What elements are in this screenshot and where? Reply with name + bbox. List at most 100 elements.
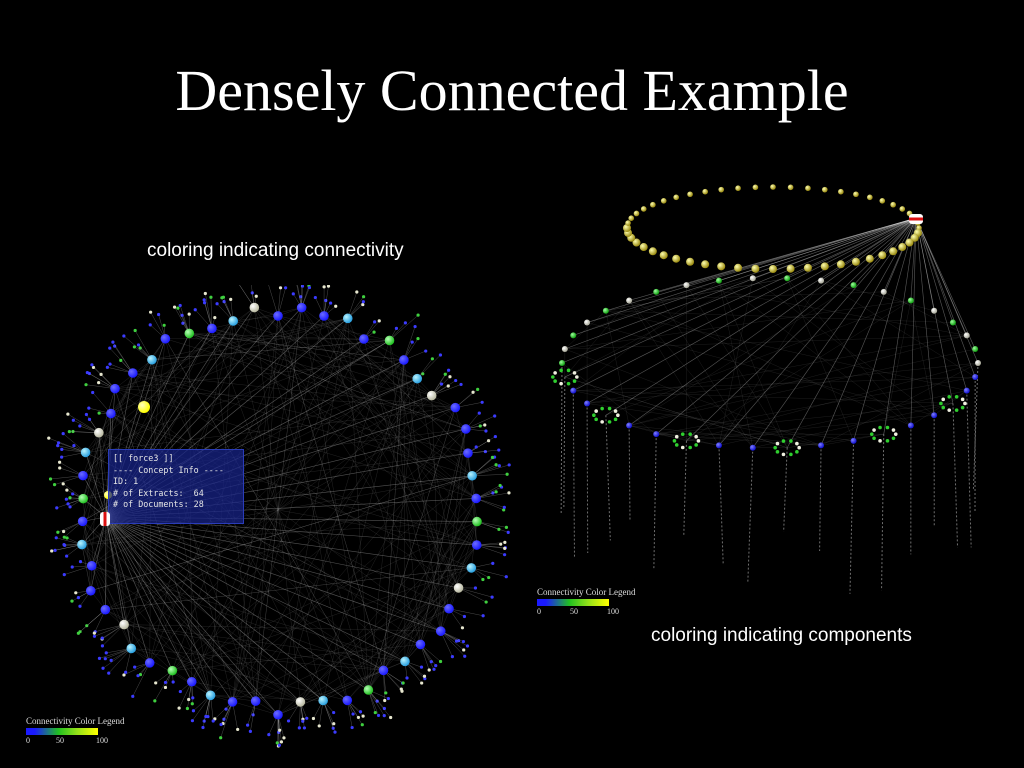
leaf-node: [68, 505, 72, 509]
cluster-node: [594, 417, 598, 422]
leaf-node: [502, 505, 506, 510]
component-node: [653, 288, 660, 295]
leaf-node: [222, 300, 226, 304]
leaf-node: [278, 286, 283, 290]
leaf-node: [56, 444, 60, 448]
component-node: [602, 307, 609, 314]
leaf-node: [209, 295, 213, 299]
component-node: [890, 201, 896, 208]
component-node: [910, 233, 919, 242]
leaf-node: [361, 300, 365, 304]
leaf-node: [191, 696, 195, 700]
leaf-node: [430, 357, 434, 361]
component-node: [718, 186, 725, 193]
leaf-node: [133, 665, 137, 669]
leaf-node: [493, 414, 497, 418]
component-node: [898, 243, 907, 252]
leaf-node: [78, 424, 82, 428]
component-node: [865, 254, 874, 263]
legend-title: Connectivity Color Legend: [537, 587, 636, 597]
component-node: [749, 444, 756, 451]
leaf-node: [61, 432, 65, 436]
component-node: [949, 319, 956, 326]
leaf-node: [70, 599, 74, 603]
slide-title: Densely Connected Example: [175, 58, 849, 123]
leaf-node: [299, 295, 303, 299]
leaf-node: [313, 295, 317, 300]
legend-tick: 0: [26, 736, 30, 745]
leaf-node: [356, 715, 361, 720]
leaf-node: [454, 378, 458, 383]
component-node: [821, 186, 828, 193]
leaf-node: [56, 530, 60, 534]
leaf-node: [382, 714, 386, 718]
leaf-node: [122, 673, 126, 677]
concept-node: [205, 690, 216, 701]
leaf-node: [427, 668, 431, 672]
component-node: [626, 422, 633, 429]
leaf-node: [68, 496, 72, 500]
cluster-node: [797, 445, 801, 450]
leaf-node: [484, 429, 488, 433]
concept-node: [318, 695, 328, 706]
leaf-node: [201, 725, 205, 730]
leaf-node: [297, 726, 301, 730]
leaf-node: [65, 488, 69, 492]
leaf-node: [248, 729, 253, 733]
component-node: [752, 184, 759, 191]
cluster-node: [607, 406, 612, 411]
concept-node: [471, 540, 482, 550]
component-node: [584, 319, 591, 326]
leaf-node: [66, 412, 70, 416]
concept-node: [342, 695, 353, 706]
concept-node: [435, 626, 446, 636]
leaf-node: [386, 696, 390, 701]
concept-node: [450, 402, 461, 413]
component-node: [701, 260, 710, 269]
concept-node: [295, 697, 306, 707]
leaf-node: [413, 324, 417, 329]
leaf-node: [65, 536, 69, 540]
component-node: [851, 257, 860, 266]
leaf-node: [507, 491, 511, 495]
leaf-node: [486, 439, 491, 443]
leaf-node: [277, 743, 281, 747]
concept-node: [138, 401, 150, 413]
leaf-node: [439, 382, 444, 386]
cluster-node: [688, 445, 692, 450]
leaf-node: [191, 709, 196, 713]
leaf-node: [154, 681, 158, 685]
component-node: [786, 264, 795, 273]
selected-node-marker[interactable]: [100, 512, 110, 526]
cluster-node: [694, 443, 698, 447]
leaf-node: [202, 298, 206, 302]
cluster-node: [893, 432, 898, 436]
leaf-node: [478, 424, 482, 428]
leaf-node: [483, 423, 487, 427]
cluster-node: [960, 405, 965, 410]
leaf-node: [53, 548, 57, 552]
leaf-node: [383, 698, 387, 703]
leaf-node: [187, 312, 191, 316]
node-layer: [551, 184, 981, 457]
leaf-node: [491, 561, 495, 565]
leaf-node: [172, 305, 177, 309]
cluster-node: [553, 379, 557, 383]
caption-components: coloring indicating components: [651, 625, 912, 646]
leaf-node: [403, 321, 407, 325]
component-node: [623, 224, 631, 232]
leaf-node: [187, 697, 191, 702]
concept-node: [100, 604, 111, 615]
leaf-node: [372, 330, 376, 334]
leaf-node: [490, 455, 495, 459]
selected-node-marker[interactable]: [909, 214, 923, 224]
cluster-node: [872, 428, 876, 432]
leaf-node: [153, 699, 157, 703]
cluster-node: [613, 417, 618, 422]
leaf-node: [180, 313, 184, 317]
leaf-node: [459, 382, 463, 387]
leaf-node: [97, 411, 101, 415]
component-node: [751, 264, 760, 273]
leaf-node: [149, 310, 153, 314]
leaf-node: [56, 441, 61, 445]
